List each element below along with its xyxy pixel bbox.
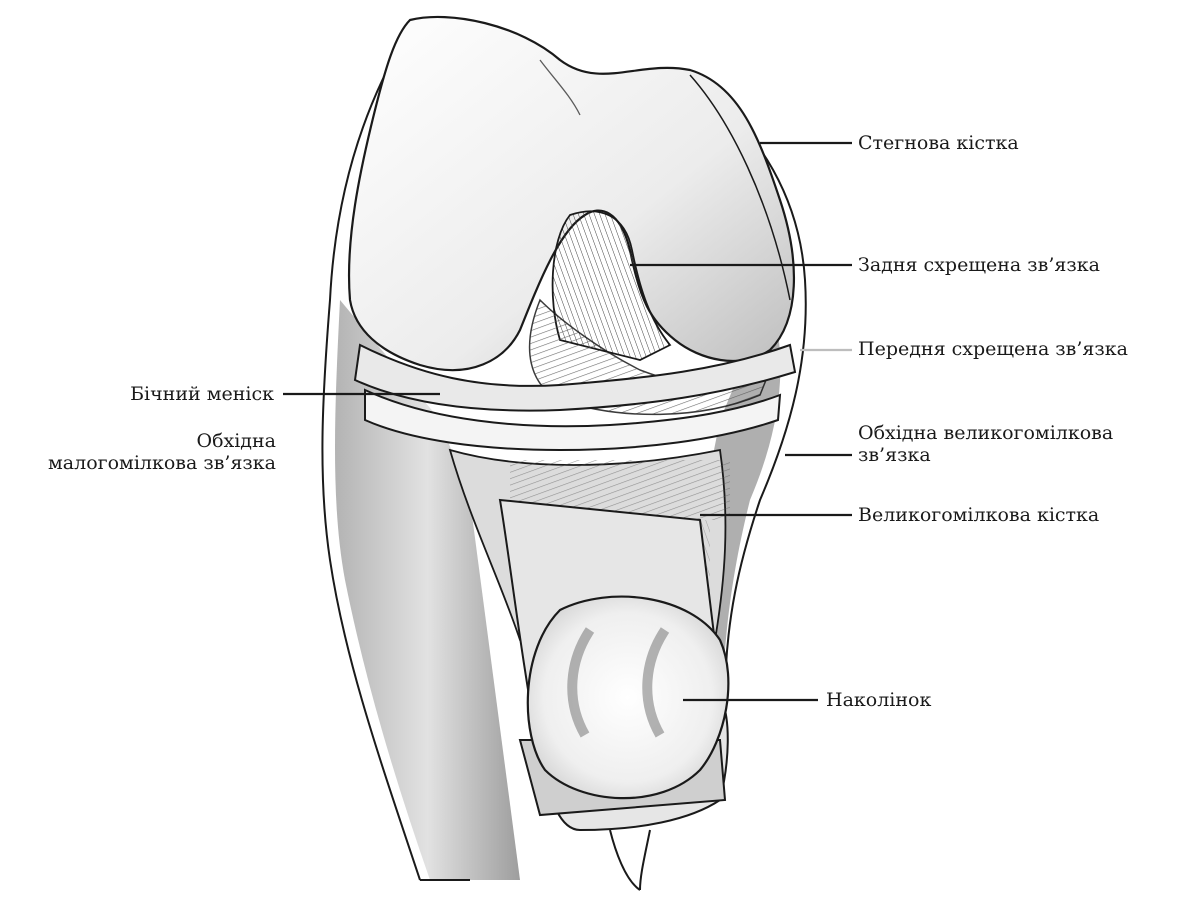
label-femur: Стегнова кістка (858, 132, 1019, 154)
label-patella: Наколінок (826, 689, 931, 711)
label-fibular-collateral-line1: Обхідна (48, 430, 276, 452)
label-fibular-collateral-line2: малогомілкова зв’язка (48, 452, 276, 474)
label-anterior-cruciate: Передня схрещена зв’язка (858, 338, 1128, 360)
label-fibular-collateral: Обхідна малогомілкова зв’язка (48, 430, 276, 474)
label-posterior-cruciate: Задня схрещена зв’язка (858, 254, 1100, 276)
label-tibial-collateral-line2: зв’язка (858, 444, 1113, 466)
label-tibia: Великогомілкова кістка (858, 504, 1099, 526)
label-lateral-meniscus: Бічний меніск (130, 383, 274, 405)
patella-bone (528, 597, 729, 799)
label-tibial-collateral: Обхідна великогомілкова зв’язка (858, 422, 1113, 466)
label-tibial-collateral-line1: Обхідна великогомілкова (858, 422, 1113, 444)
